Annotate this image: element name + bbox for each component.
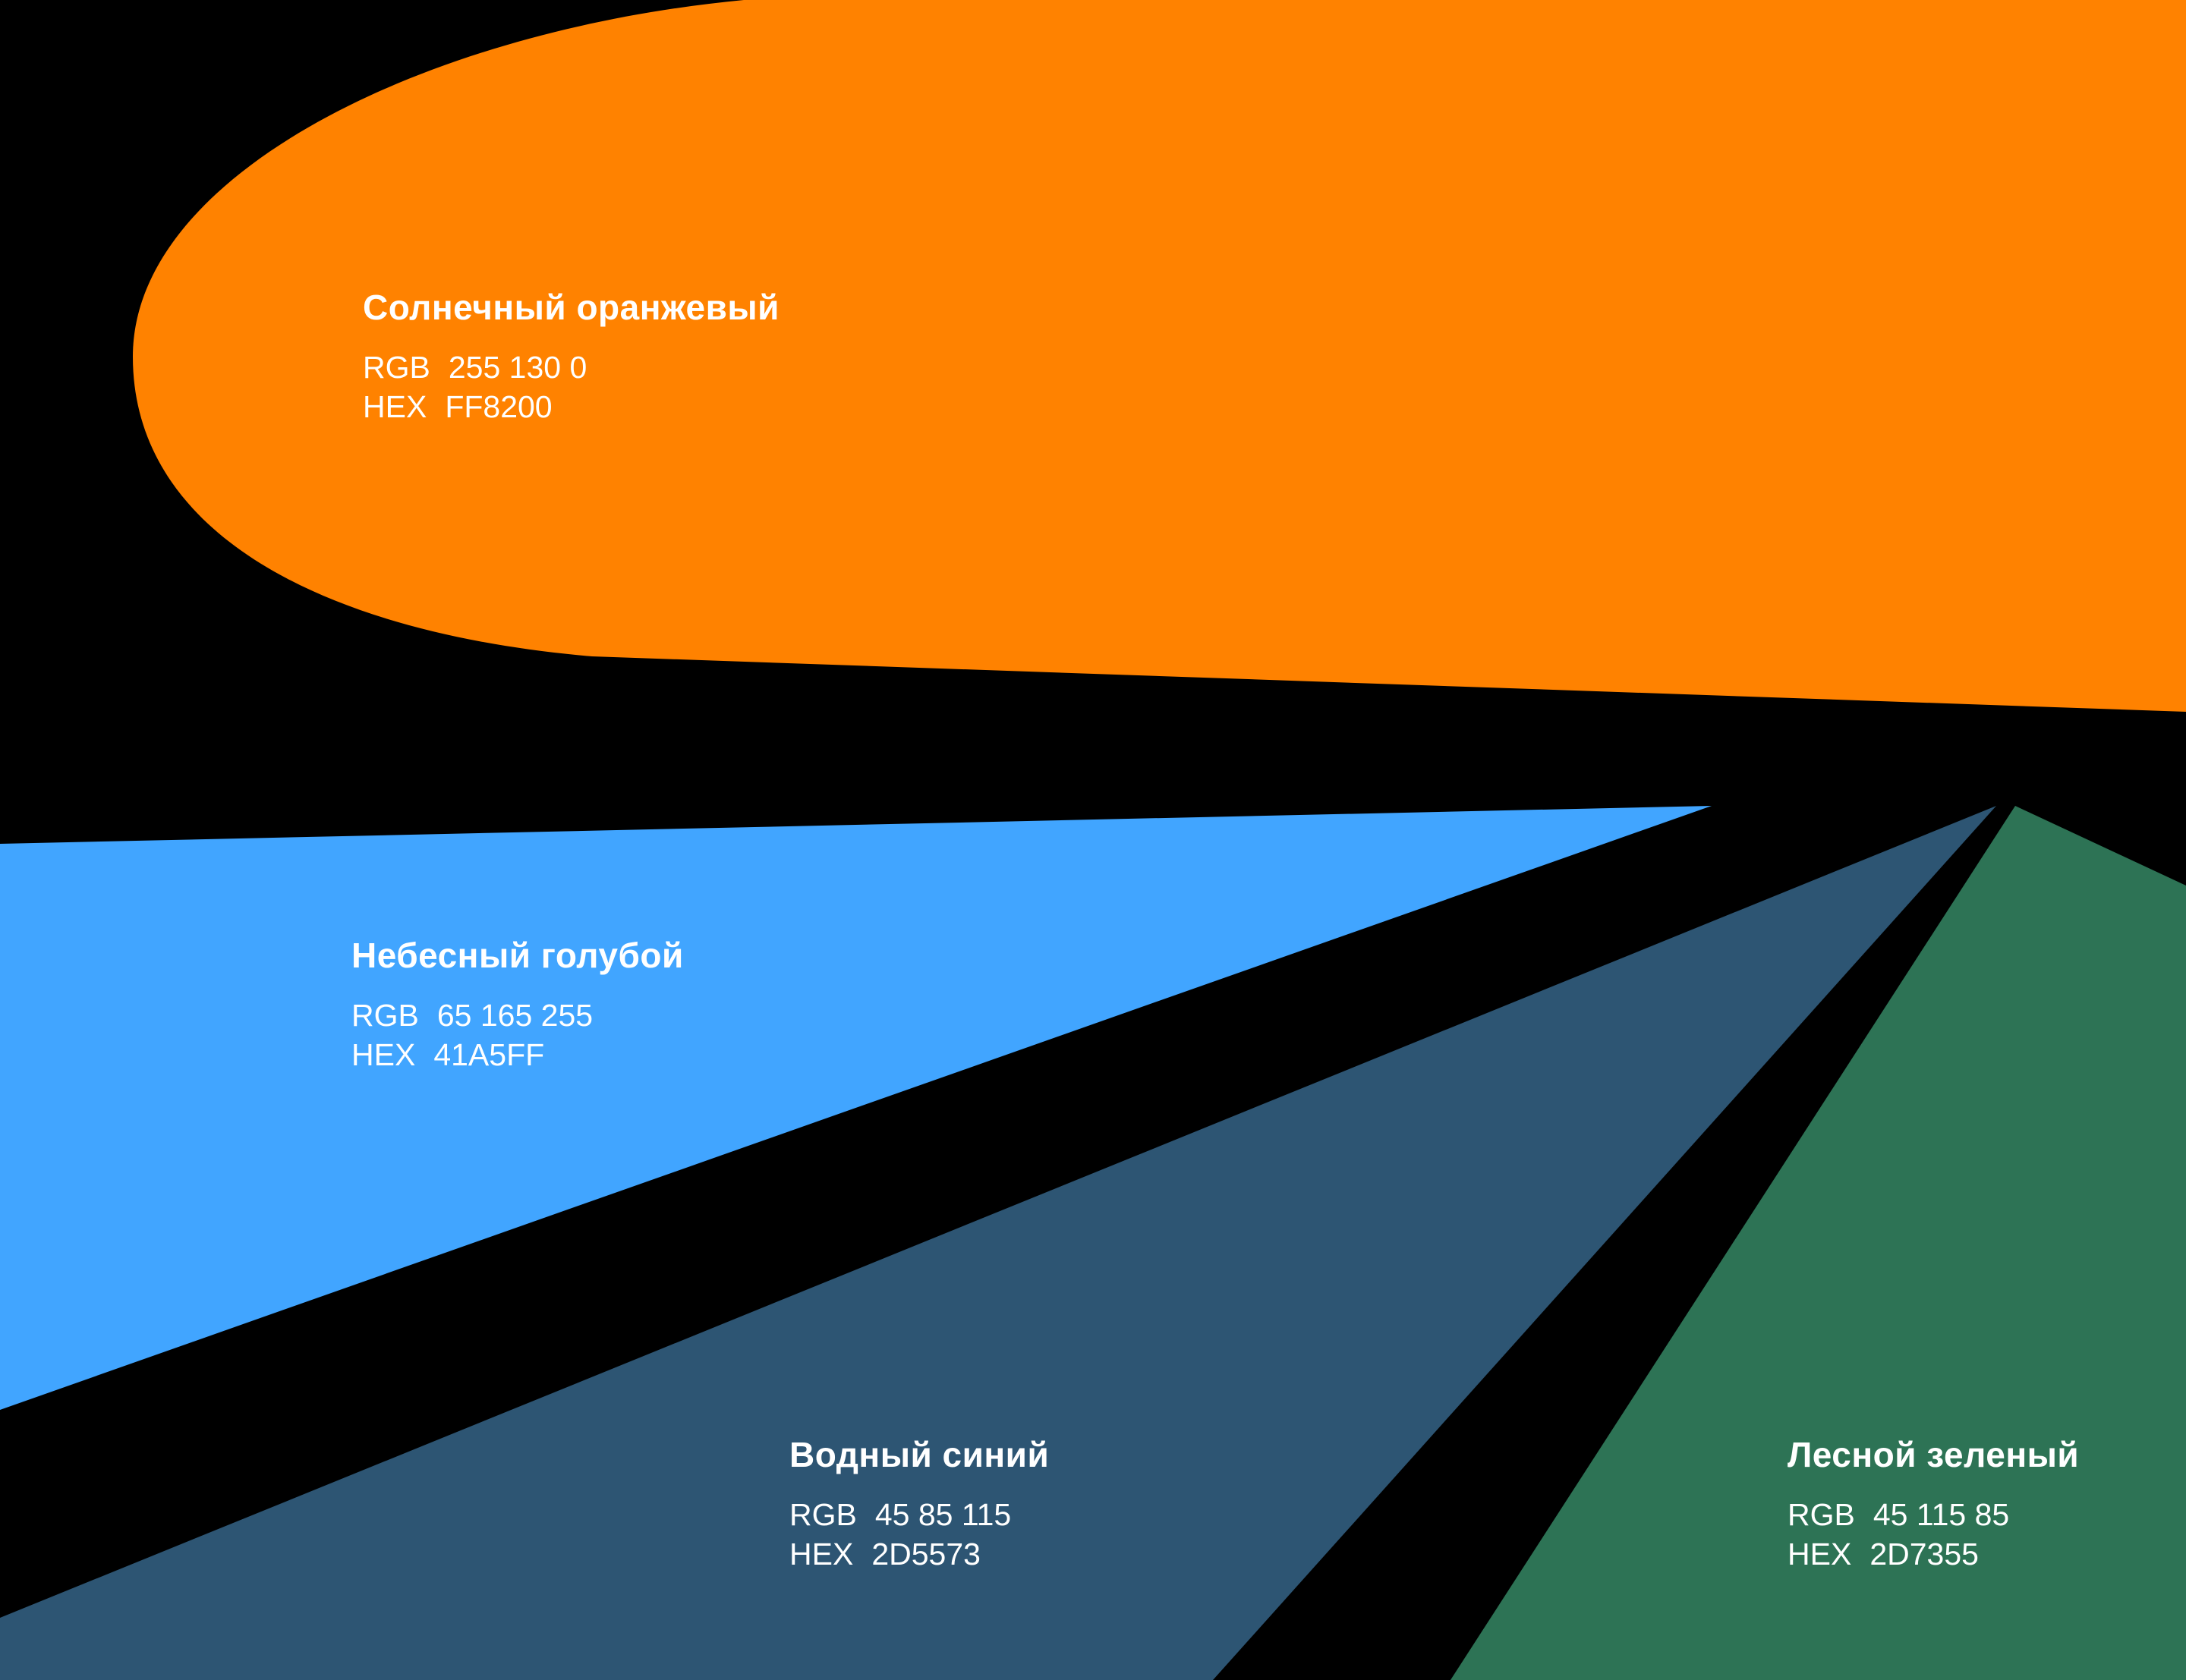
rgb-label: RGB	[789, 1497, 857, 1532]
hex-value: 41A5FF	[433, 1037, 545, 1072]
color-name: Лесной зеленый	[1788, 1435, 2080, 1474]
color-name: Водный синий	[789, 1435, 1050, 1474]
swatch-label-sunny-orange: Солнечный оранжевый RGB 255 130 0 HEX FF…	[363, 287, 780, 426]
rgb-value: 65 165 255	[436, 998, 594, 1033]
rgb-line: RGB 45 115 85	[1788, 1495, 2079, 1534]
hex-label: HEX	[351, 1037, 416, 1072]
hex-label: HEX	[789, 1537, 854, 1571]
hex-line: HEX FF8200	[363, 387, 780, 426]
rgb-line: RGB 255 130 0	[363, 348, 780, 387]
swatch-label-forest-green: Лесной зеленый RGB 45 115 85 HEX 2D7355	[1788, 1434, 2079, 1574]
hex-value: 2D7355	[1869, 1537, 1979, 1571]
rgb-line: RGB 45 85 115	[789, 1495, 1049, 1534]
hex-label: HEX	[363, 389, 427, 424]
rgb-value: 255 130 0	[448, 350, 587, 385]
water-blue-shape	[0, 806, 1996, 1680]
rgb-label: RGB	[1788, 1497, 1855, 1532]
sky-blue-shape	[0, 806, 1712, 1410]
rgb-line: RGB 65 165 255	[351, 996, 684, 1035]
color-name: Солнечный оранжевый	[363, 288, 780, 327]
color-name: Небесный голубой	[351, 936, 684, 975]
rgb-value: 45 115 85	[1873, 1497, 2010, 1532]
sunny-orange-shape	[133, 0, 2186, 712]
hex-line: HEX 2D7355	[1788, 1534, 2079, 1574]
hex-value: FF8200	[445, 389, 553, 424]
hex-line: HEX 41A5FF	[351, 1035, 684, 1074]
hex-value: 2D5573	[871, 1537, 981, 1571]
hex-line: HEX 2D5573	[789, 1534, 1049, 1574]
hex-label: HEX	[1788, 1537, 1852, 1571]
swatch-label-sky-blue: Небесный голубой RGB 65 165 255 HEX 41A5…	[351, 935, 684, 1074]
forest-green-shape	[1451, 806, 2186, 1680]
rgb-label: RGB	[351, 998, 419, 1033]
rgb-label: RGB	[363, 350, 430, 385]
rgb-value: 45 85 115	[874, 1497, 1012, 1532]
swatch-label-water-blue: Водный синий RGB 45 85 115 HEX 2D5573	[789, 1434, 1049, 1574]
